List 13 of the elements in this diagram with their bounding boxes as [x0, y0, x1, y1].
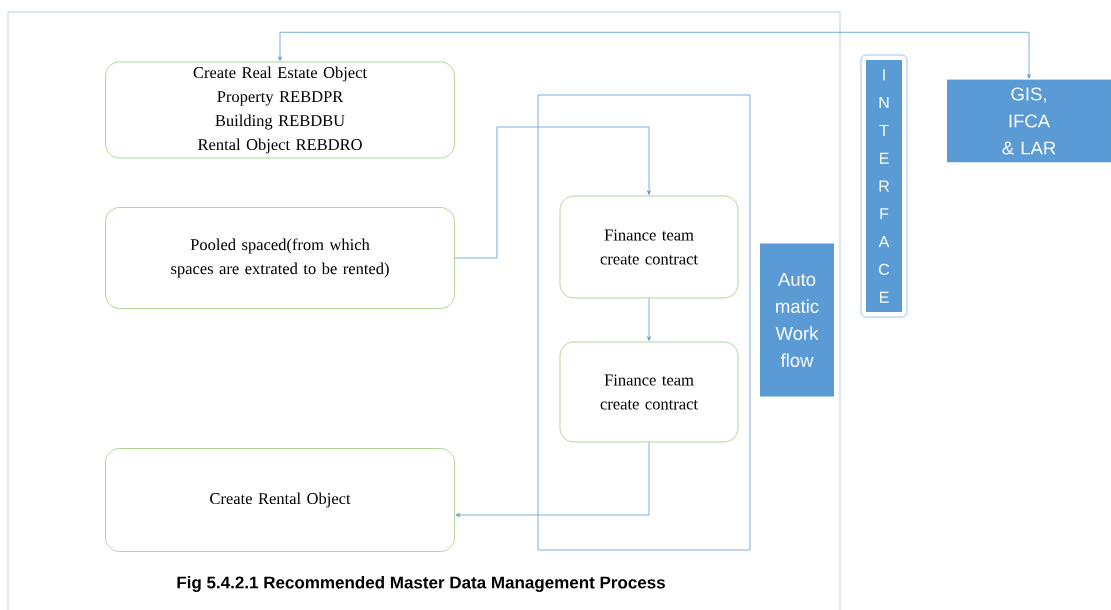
caption: Fig 5.4.2.1 Recommended Master Data Management Process: [177, 576, 665, 592]
arrow: [455, 442, 650, 517]
interface-bar: I N T E R F A C E: [860, 54, 908, 318]
process-box: Create Rental Object: [105, 448, 455, 552]
process-box: Pooled spaced(from which spaces are extrated to be rented): [105, 207, 455, 309]
process-box: Finance team create contract: [559, 195, 739, 299]
arrow: [454, 126, 651, 259]
arrow: [647, 298, 651, 341]
arrow: [278, 31, 1031, 79]
system-box: GIS, IFCA & LAR: [947, 79, 1111, 163]
process-box: Create Real Estate Object Property REBDPR Building REBDBU Rental Object REBDRO: [105, 61, 455, 159]
process-box: Finance team create contract: [559, 341, 739, 443]
system-box: Auto matic Work flow: [760, 243, 834, 397]
